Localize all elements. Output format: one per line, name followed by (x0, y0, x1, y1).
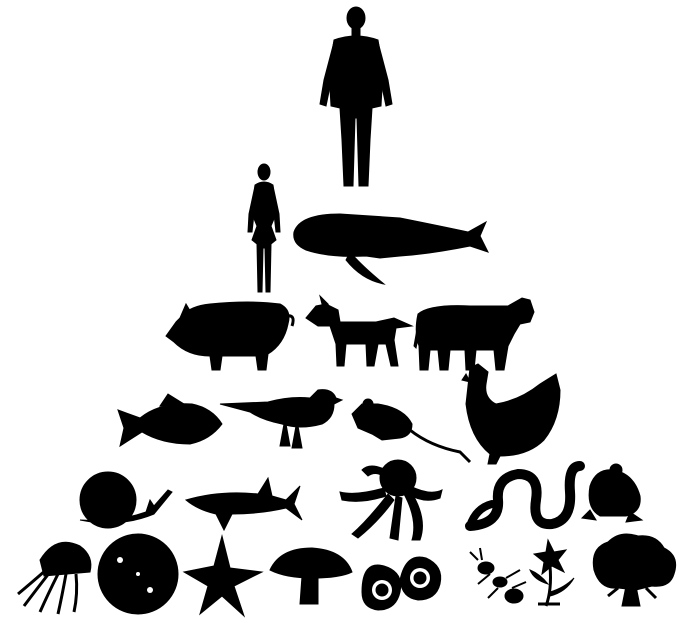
tree-icon (593, 534, 675, 606)
snake-icon (470, 466, 580, 526)
starfish-icon (184, 536, 262, 616)
frog-icon (582, 464, 642, 522)
woman-icon (248, 164, 280, 292)
ant-icon (470, 548, 526, 603)
mushroom-icon (270, 548, 352, 604)
jellyfish-icon (18, 542, 91, 614)
eggs-icon (362, 557, 441, 610)
shark-icon (186, 478, 302, 530)
sponge-icon (98, 534, 178, 614)
mouse-icon (352, 399, 470, 462)
whale-icon (294, 214, 488, 284)
pig-icon (166, 302, 293, 370)
cow-icon (414, 298, 534, 370)
bird-icon (220, 390, 342, 448)
man-icon (320, 7, 392, 186)
fish-icon (118, 394, 222, 446)
octopus-icon (340, 460, 442, 540)
snail-icon (80, 472, 172, 528)
flower-icon (530, 540, 574, 606)
hen-icon (462, 364, 560, 464)
dog-icon (306, 296, 412, 366)
